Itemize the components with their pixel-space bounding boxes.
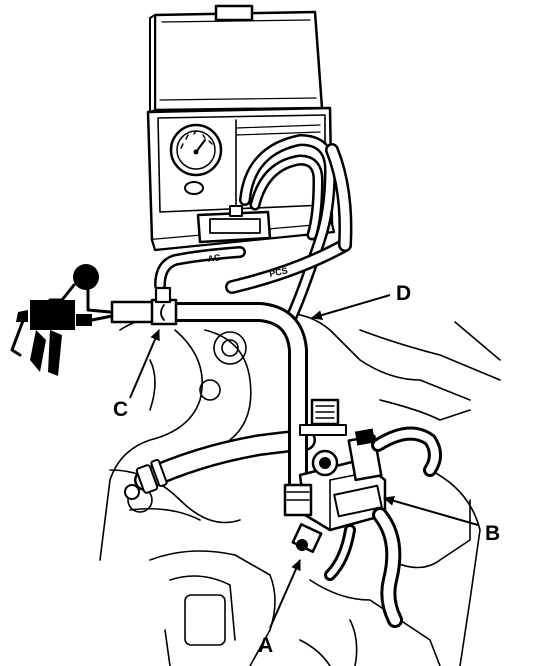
pressure-gauge-icon xyxy=(169,123,223,177)
leader-b xyxy=(383,495,479,526)
port-a xyxy=(291,523,323,553)
callout-c: C xyxy=(113,398,128,421)
callout-a: A xyxy=(258,634,273,657)
hose-tag-pcs: PCS xyxy=(268,265,288,279)
lower-engine-hose xyxy=(124,429,316,500)
callout-d: D xyxy=(396,282,411,305)
leader-lines xyxy=(129,294,479,629)
valve-assembly xyxy=(283,398,442,628)
gauge-hoses: AC PCS xyxy=(154,133,353,326)
callout-b: B xyxy=(485,522,500,545)
leader-d xyxy=(311,294,391,320)
leader-c xyxy=(129,329,160,399)
leader-a xyxy=(269,559,301,629)
connector-b xyxy=(347,426,442,482)
hose-tag-ac: AC xyxy=(207,252,222,264)
tee-fitting-assembly xyxy=(110,286,308,500)
hand-vacuum-pump xyxy=(10,264,114,376)
gauge-kit-box xyxy=(146,4,336,252)
lid-latch xyxy=(214,4,254,22)
gauge-knob xyxy=(184,181,204,195)
